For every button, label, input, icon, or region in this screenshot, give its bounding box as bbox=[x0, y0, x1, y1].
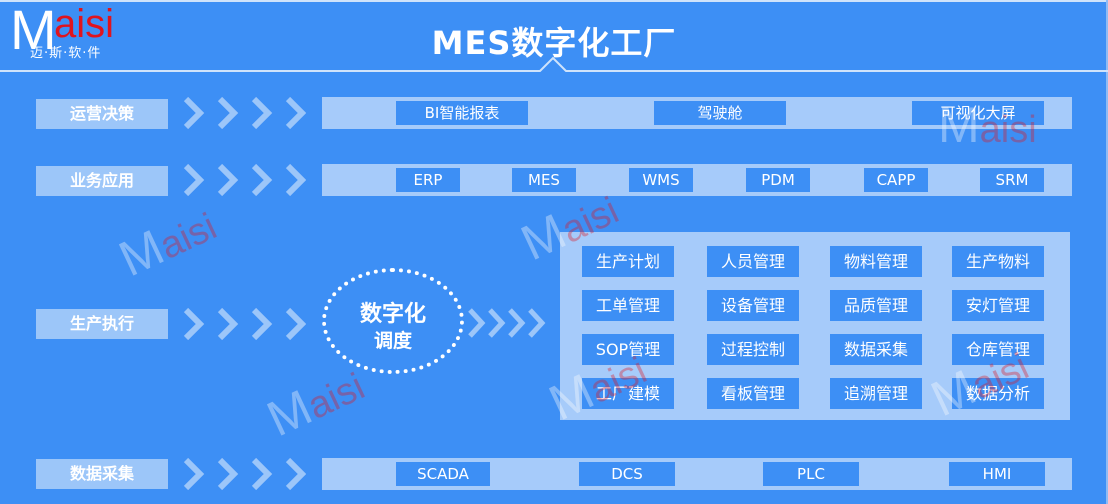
module-factory-modeling[interactable]: 工厂建模 bbox=[582, 378, 674, 409]
module-andon[interactable]: 安灯管理 bbox=[952, 290, 1044, 321]
right-border bbox=[1106, 0, 1108, 504]
module-kanban[interactable]: 看板管理 bbox=[707, 378, 799, 409]
watermark-logo: Maisi bbox=[110, 205, 224, 288]
module-sop[interactable]: SOP管理 bbox=[582, 334, 674, 365]
top-border bbox=[0, 0, 1108, 2]
watermark-logo: Maisi bbox=[258, 365, 372, 448]
chip-erp[interactable]: ERP bbox=[396, 168, 460, 192]
chip-capp[interactable]: CAPP bbox=[864, 168, 928, 192]
module-data-analysis[interactable]: 数据分析 bbox=[952, 378, 1044, 409]
module-work-order[interactable]: 工单管理 bbox=[582, 290, 674, 321]
chip-srm[interactable]: SRM bbox=[980, 168, 1044, 192]
decision-bar: BI智能报表 驾驶舱 可视化大屏 bbox=[322, 97, 1072, 129]
chevron-arrows-icon bbox=[183, 458, 306, 490]
logo-aisi: aisi bbox=[54, 2, 115, 46]
row-label-data: 数据采集 bbox=[36, 459, 168, 489]
module-production-material[interactable]: 生产物料 bbox=[952, 246, 1044, 277]
page-title: MES数字化工厂 bbox=[431, 24, 677, 62]
digital-dispatch-hub: 数字化 调度 bbox=[322, 268, 464, 374]
data-bar: SCADA DCS PLC HMI bbox=[322, 458, 1072, 490]
row-label-decision: 运营决策 bbox=[36, 99, 168, 129]
chip-dcs[interactable]: DCS bbox=[579, 462, 675, 486]
row-label-business: 业务应用 bbox=[36, 166, 168, 196]
module-process-control[interactable]: 过程控制 bbox=[707, 334, 799, 365]
chip-wms[interactable]: WMS bbox=[629, 168, 693, 192]
chip-pdm[interactable]: PDM bbox=[746, 168, 810, 192]
title-underline bbox=[0, 56, 1108, 72]
module-traceability[interactable]: 追溯管理 bbox=[830, 378, 922, 409]
module-warehouse[interactable]: 仓库管理 bbox=[952, 334, 1044, 365]
chip-big-screen[interactable]: 可视化大屏 bbox=[912, 101, 1044, 125]
small-chevrons-icon bbox=[468, 308, 546, 338]
module-personnel[interactable]: 人员管理 bbox=[707, 246, 799, 277]
module-data-collection[interactable]: 数据采集 bbox=[830, 334, 922, 365]
hub-line2: 调度 bbox=[373, 330, 412, 352]
module-production-plan[interactable]: 生产计划 bbox=[582, 246, 674, 277]
chevron-arrows-icon bbox=[183, 164, 306, 196]
chip-scada[interactable]: SCADA bbox=[396, 462, 490, 486]
module-material[interactable]: 物料管理 bbox=[830, 246, 922, 277]
logo-m: M bbox=[10, 0, 57, 61]
chip-cockpit[interactable]: 驾驶舱 bbox=[654, 101, 786, 125]
hub-line1: 数字化 bbox=[359, 302, 426, 327]
row-label-production: 生产执行 bbox=[36, 309, 168, 339]
chevron-arrows-icon bbox=[183, 97, 306, 129]
module-equipment[interactable]: 设备管理 bbox=[707, 290, 799, 321]
chip-hmi[interactable]: HMI bbox=[949, 462, 1045, 486]
chip-plc[interactable]: PLC bbox=[763, 462, 859, 486]
logo-subtitle: 迈·斯·软·件 bbox=[30, 46, 102, 61]
business-bar: ERP MES WMS PDM CAPP SRM bbox=[322, 164, 1072, 196]
production-modules-panel: 生产计划 人员管理 物料管理 生产物料 工单管理 设备管理 品质管理 安灯管理 … bbox=[560, 232, 1070, 420]
maisi-logo: M aisi 迈·斯·软·件 bbox=[8, 0, 138, 62]
chip-bi-report[interactable]: BI智能报表 bbox=[396, 101, 528, 125]
module-quality[interactable]: 品质管理 bbox=[830, 290, 922, 321]
chevron-arrows-icon bbox=[183, 308, 306, 340]
chip-mes[interactable]: MES bbox=[512, 168, 576, 192]
